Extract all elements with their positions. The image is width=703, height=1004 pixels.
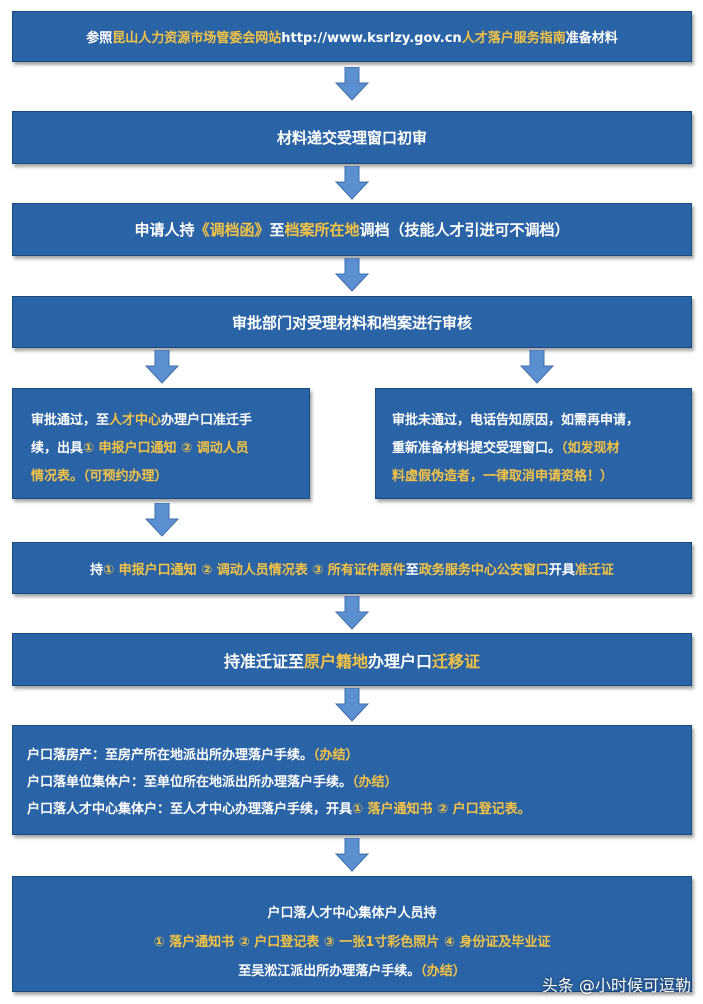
step-box-3: 申请人持《调档函》至档案所在地调档（技能人才引进可不调档） <box>12 203 692 256</box>
step7-line3: 户口落人才中心集体户：至人才中心办理落户手续，开具 <box>27 802 353 817</box>
left-text-c: 办理户口准迁手 <box>161 413 253 428</box>
step-box-8: 户口落人才中心集体户人员持 ① 落户通知书 ② 户口登记表 ③ 一张1寸彩色照片… <box>12 876 692 992</box>
right-text-a: 审批未通过，电话告知原因，如需再申请， <box>392 413 640 428</box>
right-text-d: 料虚假伪造者，一律取消申请资格！） <box>392 469 614 484</box>
step2-text: 材料递交受理窗口初审 <box>276 129 427 147</box>
step8-line3-status: （办结） <box>420 964 466 979</box>
arrow-down-icon <box>145 350 179 384</box>
approved-box: 审批通过，至人才中心办理户口准迁手 续，出具① 申报户口通知 ② 调动人员 情况… <box>12 388 310 499</box>
step3-text-d: 档案所在地 <box>284 221 360 239</box>
step1-text-d: 人才落户服务指南 <box>461 31 566 46</box>
step1-text-b: 昆山人力资源市场管委会网站 <box>112 31 282 46</box>
step6-text-b: 原户籍地 <box>303 651 368 671</box>
arrow-down-icon <box>335 258 369 292</box>
arrow-down-icon <box>335 166 369 200</box>
arrow-down-icon <box>335 596 369 630</box>
step1-url: http://www.ksrlzy.gov.cn <box>281 31 462 46</box>
step-box-7: 户口落房产：至房产所在地派出所办理落户手续。（办结） 户口落单位集体户：至单位所… <box>12 725 692 835</box>
watermark: 头条 @小时候可逗勒 <box>541 976 691 995</box>
step5-text-e: 开具 <box>548 562 575 578</box>
left-text-d: 续，出具 <box>31 441 84 456</box>
left-text-f: 情况表。（可预约办理） <box>31 469 168 484</box>
arrow-down-icon <box>335 67 369 101</box>
left-text-e: ① 申报户口通知 ② 调动人员 <box>83 441 249 456</box>
arrow-down-icon <box>145 503 179 537</box>
step-box-6: 持准迁证至原户籍地办理户口迁移证 <box>12 633 692 686</box>
step6-text-a: 持准迁证至 <box>223 651 304 671</box>
step3-text-e: 调档（技能人才引进可不调档） <box>359 221 570 239</box>
step3-text-a: 申请人持 <box>134 221 195 239</box>
step8-line3: 至吴淞江派出所办理落户手续。 <box>238 964 421 979</box>
step5-text-d: 政务服务中心公安窗口 <box>418 562 549 578</box>
step5-text-a: 持 <box>90 562 104 578</box>
arrow-down-icon <box>335 688 369 722</box>
arrow-down-icon <box>520 350 554 384</box>
step5-text-f: 准迁证 <box>574 562 614 578</box>
right-text-b: 重新准备材料提交受理窗口。 <box>392 441 562 456</box>
step1-text-e: 准备材料 <box>565 31 618 46</box>
left-text-b: 人才中心 <box>109 413 162 428</box>
step-box-1: 参照昆山人力资源市场管委会网站http://www.ksrlzy.gov.cn人… <box>12 11 692 62</box>
step5-text-c: 至 <box>405 562 419 578</box>
step-box-4: 审批部门对受理材料和档案进行审核 <box>12 296 692 348</box>
step1-text-a: 参照 <box>86 31 113 46</box>
step7-line3-docs: ① 落户通知书 ② 户口登记表。 <box>352 802 531 817</box>
arrow-down-icon <box>335 838 369 872</box>
step3-text-b: 《调档函》 <box>194 221 270 239</box>
step-box-5: 持① 申报户口通知 ② 调动人员情况表 ③ 所有证件原件至政务服务中心公安窗口开… <box>12 542 692 594</box>
step7-line1: 户口落房产：至房产所在地派出所办理落户手续。 <box>27 748 314 763</box>
left-text-a: 审批通过，至 <box>31 413 110 428</box>
step6-text-d: 迁移证 <box>432 651 481 671</box>
step7-line2: 户口落单位集体户：至单位所在地派出所办理落户手续。 <box>27 775 353 790</box>
rejected-box: 审批未通过，电话告知原因，如需再申请， 重新准备材料提交受理窗口。（如发现材 料… <box>375 388 692 499</box>
step7-line2-status: （办结） <box>352 775 398 790</box>
step6-text-c: 办理户口 <box>368 651 433 671</box>
step3-text-c: 至 <box>269 221 285 239</box>
step8-line2: ① 落户通知书 ② 户口登记表 ③ 一张1寸彩色照片 ④ 身份证及毕业证 <box>153 935 551 950</box>
step-box-2: 材料递交受理窗口初审 <box>12 111 692 164</box>
step7-line1-status: （办结） <box>313 748 359 763</box>
step4-text: 审批部门对受理材料和档案进行审核 <box>231 313 472 332</box>
right-text-c: （如发现材 <box>561 441 620 456</box>
step8-line1: 户口落人才中心集体户人员持 <box>267 906 437 921</box>
step5-text-b: ① 申报户口通知 ② 调动人员情况表 ③ 所有证件原件 <box>103 562 406 578</box>
